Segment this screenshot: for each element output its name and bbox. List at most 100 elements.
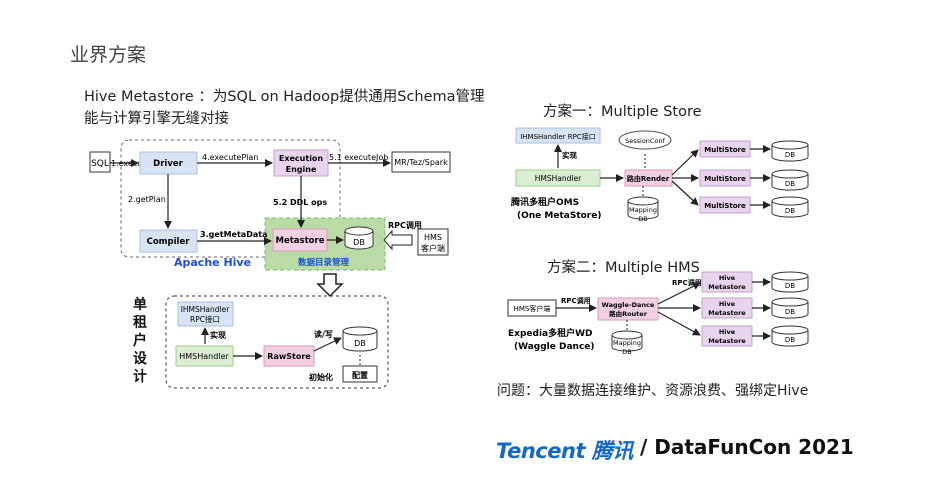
rpc-call-label: RPC调用	[388, 220, 422, 230]
svg-text:Hive: Hive	[719, 300, 736, 308]
svg-text:IHMSHandler RPC接口: IHMSHandler RPC接口	[520, 132, 596, 141]
execute-plan-label: 4.executePlan	[202, 153, 258, 162]
sql-box: SQL	[89, 151, 111, 173]
hive-db-cylinder: DB	[344, 226, 374, 250]
datafuncon-logo: / DataFunCon 2021	[640, 435, 854, 459]
plan2-caption-1: Expedia多租户WD	[508, 327, 593, 339]
plan1-mapping-db: Mapping DB	[627, 196, 659, 223]
svg-text:MR/Tez/Spark: MR/Tez/Spark	[394, 158, 448, 167]
implements-label: 实现	[210, 330, 226, 340]
read-write-label: 读/写	[314, 329, 333, 339]
rawstore-box: RawStore	[263, 345, 315, 367]
svg-text:Waggle-Dance: Waggle-Dance	[602, 301, 655, 309]
hms-client-box: HMS 客户端	[417, 228, 449, 256]
svg-text:DB: DB	[622, 348, 631, 356]
svg-text:RawStore: RawStore	[267, 352, 311, 361]
svg-text:HMS客户端: HMS客户端	[514, 304, 551, 313]
svg-text:DB: DB	[353, 238, 365, 247]
hive-metastore-intro: Hive Metastore ：为SQL on Hadoop提供通用Schema…	[84, 89, 485, 127]
svg-text:Hive: Hive	[719, 328, 736, 336]
plan1-hmshandler-box: HMSHandler	[515, 169, 601, 187]
page-title: 业界方案	[70, 44, 147, 66]
svg-text:SQL: SQL	[91, 159, 109, 169]
get-plan-label: 2.getPlan	[128, 195, 166, 204]
svg-text:Mapping: Mapping	[613, 339, 641, 347]
single-tenant-label: 单 租 户 设 计	[133, 297, 147, 385]
svg-text:MultiStore: MultiStore	[704, 175, 746, 183]
plan2-hms-client-box: HMS客户端	[507, 299, 557, 317]
driver-box: Driver	[139, 151, 198, 175]
down-arrow-icon	[316, 273, 344, 298]
single-tenant-region	[165, 295, 389, 389]
plan2-db-1: DB	[771, 271, 809, 293]
plan2-hive-metastore-1: Hive Metastore	[701, 271, 753, 293]
plan2-db-3: DB	[771, 325, 809, 347]
svg-text:IHMSHandler: IHMSHandler	[181, 305, 231, 314]
svg-text:DB: DB	[785, 180, 795, 188]
apache-hive-label: Apache Hive	[174, 256, 251, 269]
svg-text:Driver: Driver	[153, 159, 183, 169]
single-tenant-db-cylinder: DB	[342, 326, 378, 352]
svg-text:Compiler: Compiler	[147, 237, 191, 247]
svg-text:HMSHandler: HMSHandler	[179, 352, 229, 361]
svg-text:Metastore: Metastore	[276, 236, 325, 246]
svg-text:RPC接口: RPC接口	[190, 314, 220, 324]
svg-text:MultiStore: MultiStore	[704, 146, 746, 154]
plan2-rpc-right-label: RPC调用	[672, 278, 702, 287]
plan1-ihms-box: IHMSHandler RPC接口	[515, 127, 601, 144]
hmshandler-box: HMSHandler	[175, 345, 234, 367]
catalog-mgmt-label: 数据目录管理	[298, 257, 350, 268]
config-box: 配置	[342, 365, 378, 383]
svg-text:Hive: Hive	[719, 274, 736, 282]
execution-engine-box: Execution Engine	[273, 149, 329, 177]
plan1-caption-1: 腾讯多租户OMS	[510, 196, 579, 208]
plan1-db-1: DB	[771, 140, 809, 162]
rpc-hollow-arrow	[383, 229, 413, 251]
plan2-caption-2: (Waggle Dance)	[514, 342, 595, 352]
svg-text:Mapping: Mapping	[629, 206, 657, 214]
svg-text:路由Render: 路由Render	[627, 174, 670, 183]
plan1-caption-2: (One MetaStore)	[517, 211, 601, 221]
plan1-multistore-1: MultiStore	[699, 140, 751, 158]
plan2-waggle-dance-box: Waggle-Dance 路由Router	[597, 297, 659, 321]
svg-text:DB: DB	[354, 339, 366, 348]
plan2-mapping-db: Mapping DB	[611, 330, 643, 356]
get-metadata-label: 3.getMetaData	[200, 230, 267, 239]
plan2-db-2: DB	[771, 297, 809, 319]
plan1-implements-label: 实现	[562, 150, 577, 160]
svg-text:DB: DB	[785, 207, 795, 215]
metastore-box: Metastore	[272, 228, 328, 252]
plan1-db-3: DB	[771, 196, 809, 218]
plan2-heading: 方案二：Multiple HMS	[547, 260, 700, 276]
hive-dashed-region	[120, 139, 341, 258]
svg-text:路由Router: 路由Router	[609, 309, 648, 318]
mr-tez-spark-box: MR/Tez/Spark	[391, 151, 451, 173]
svg-text:HMS: HMS	[424, 233, 442, 242]
plan1-multistore-2: MultiStore	[699, 169, 751, 187]
svg-text:MultiStore: MultiStore	[704, 202, 746, 210]
plan1-db-2: DB	[771, 169, 809, 191]
svg-text:Metastore: Metastore	[708, 309, 746, 317]
svg-text:DB: DB	[638, 215, 647, 223]
plan2-hive-metastore-3: Hive Metastore	[701, 325, 753, 347]
svg-text:客户端: 客户端	[421, 243, 445, 253]
tencent-logo: Tencent 腾讯	[496, 439, 633, 463]
plan2-hive-metastore-2: Hive Metastore	[701, 297, 753, 319]
plan1-multistore-3: MultiStore	[699, 196, 751, 214]
svg-text:Execution: Execution	[279, 154, 324, 163]
compiler-box: Compiler	[139, 229, 198, 253]
problem-statement: 问题：大量数据连接维护、资源浪费、强绑定Hive	[497, 383, 809, 399]
init-label: 初始化	[309, 372, 333, 382]
svg-text:SessionConf: SessionConf	[625, 137, 665, 145]
svg-text:Metastore: Metastore	[708, 337, 746, 345]
svg-text:配置: 配置	[352, 370, 368, 380]
execute-job-label: 5.1 executeJob	[329, 153, 388, 162]
plan1-session-conf: SessionConf	[618, 130, 672, 150]
svg-text:DB: DB	[785, 336, 795, 344]
svg-text:Metastore: Metastore	[708, 283, 746, 291]
ihms-handler-box: IHMSHandler RPC接口	[177, 301, 234, 327]
ddl-ops-label: 5.2 DDL ops	[273, 198, 327, 207]
plan1-router-box: 路由Render	[624, 169, 673, 187]
plan1-heading: 方案一：Multiple Store	[543, 104, 702, 120]
